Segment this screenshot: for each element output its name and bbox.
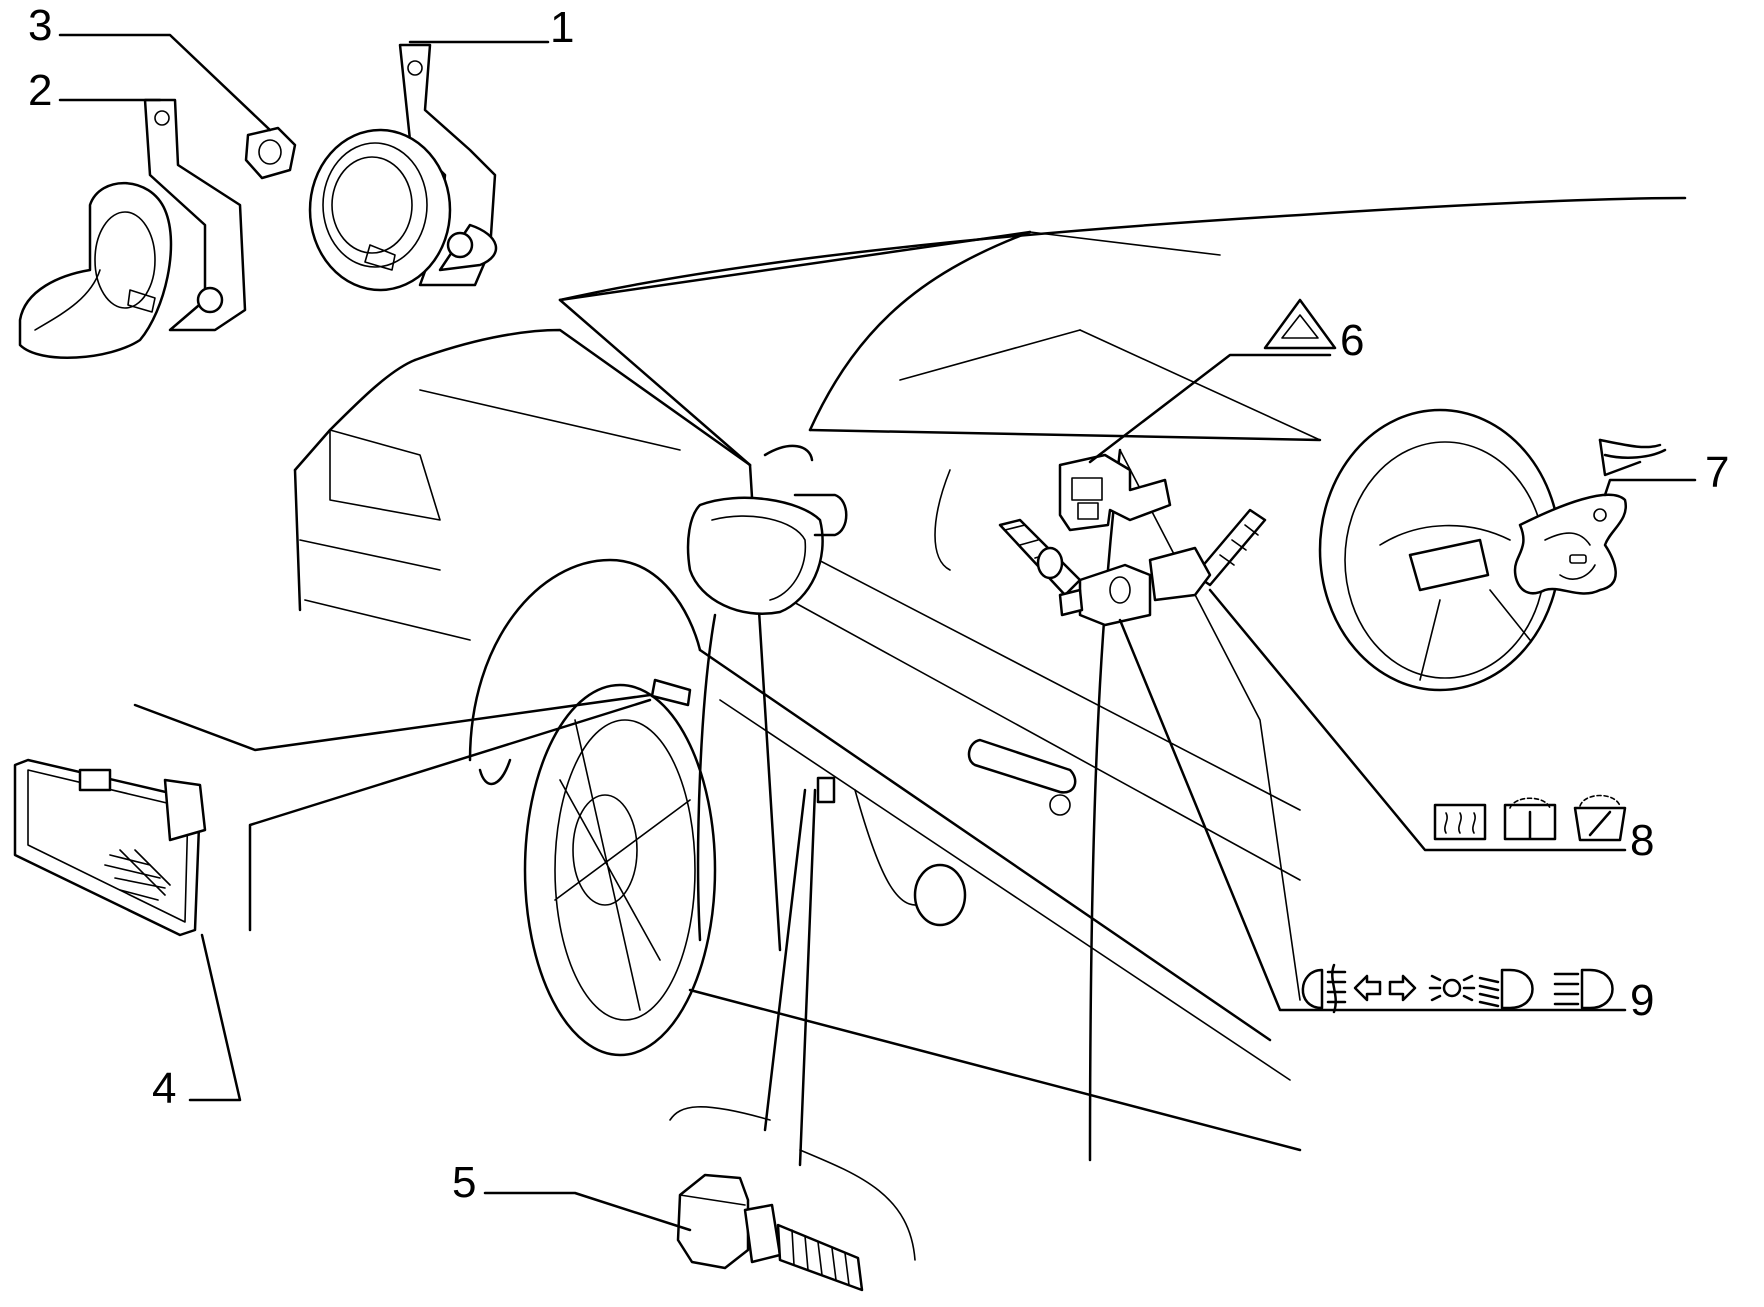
horn-part-2 (18, 98, 247, 359)
callout-1: 1 (550, 3, 574, 52)
fog-light-icon (1301, 963, 1347, 1014)
turn-left-arrow-icon (1353, 974, 1382, 1002)
callout-5: 5 (452, 1158, 476, 1207)
door-mirror (686, 444, 848, 942)
turn-right-arrow-icon (1388, 974, 1417, 1002)
callout-9: 9 (1630, 976, 1654, 1025)
parking-light-icon (1428, 974, 1476, 1002)
callout-3: 3 (28, 1, 52, 50)
steering-wheel (1318, 408, 1562, 692)
car-body-drawing (293, 196, 1687, 1162)
nut-part-3 (244, 126, 297, 180)
callout-7: 7 (1705, 448, 1729, 497)
callout-4: 4 (152, 1064, 176, 1113)
horn-pad-part-7 (1513, 493, 1628, 595)
door-switch-part-5 (669, 1106, 916, 1292)
leader-lines (58, 33, 1697, 1232)
callout-8: 8 (1630, 816, 1654, 865)
hazard-switch-part-6 (1058, 453, 1172, 532)
callout-6: 6 (1340, 316, 1364, 365)
steering-column-stalk-switch (998, 508, 1267, 627)
side-repeater-part-4 (13, 758, 207, 937)
callout-2: 2 (28, 66, 52, 115)
dipped-beam-icon (1478, 968, 1534, 1010)
rear-defrost-icon (1433, 803, 1487, 841)
hazard-triangle-icon (1263, 298, 1337, 350)
rear-wiper-icon (1503, 797, 1557, 841)
horn-icon (1598, 438, 1667, 477)
windscreen-wiper-icon (1573, 794, 1627, 842)
main-beam-icon (1553, 968, 1614, 1010)
horn-part-1 (308, 43, 498, 292)
